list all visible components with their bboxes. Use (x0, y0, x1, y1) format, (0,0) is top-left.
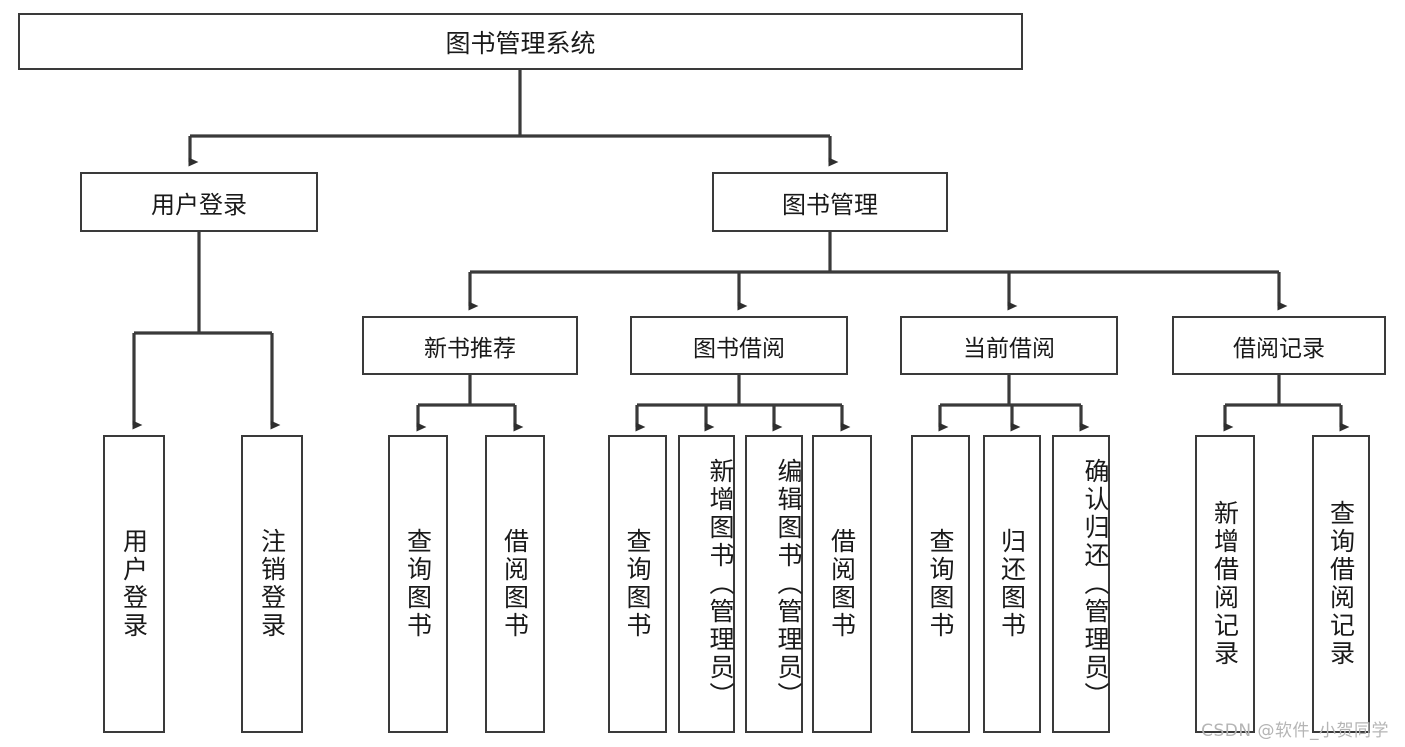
leaf-label: 归还图书 (997, 528, 1027, 640)
leaf-query-book-under-recommend[interactable]: 查询图书 (388, 435, 448, 733)
leaf-logout[interactable]: 注销登录 (241, 435, 303, 733)
leaf-add-book-admin[interactable]: 新增图书（管理员） (678, 435, 735, 733)
leaf-label: 用户登录 (119, 528, 149, 640)
leaf-label: 注销登录 (257, 528, 287, 640)
node-new-book-recommend[interactable]: 新书推荐 (362, 316, 578, 375)
leaf-label: 新增图书（管理员） (706, 458, 735, 710)
leaf-label: 借阅图书 (500, 528, 530, 640)
leaf-borrow-book-under-borrow[interactable]: 借阅图书 (812, 435, 872, 733)
leaf-edit-book-admin[interactable]: 编辑图书（管理员） (745, 435, 803, 733)
leaf-label: 确认归还（管理员） (1081, 458, 1110, 710)
node-root-system[interactable]: 图书管理系统 (18, 13, 1023, 70)
leaf-borrow-book-under-recommend[interactable]: 借阅图书 (485, 435, 545, 733)
node-book-borrow[interactable]: 图书借阅 (630, 316, 848, 375)
leaf-label: 新增借阅记录 (1210, 500, 1240, 668)
leaf-label: 查询图书 (623, 528, 652, 640)
leaf-add-borrow-record[interactable]: 新增借阅记录 (1195, 435, 1255, 733)
leaf-label: 查询图书 (926, 528, 955, 640)
node-current-borrow[interactable]: 当前借阅 (900, 316, 1118, 375)
leaf-label: 查询借阅记录 (1326, 500, 1356, 668)
leaf-label: 编辑图书（管理员） (774, 458, 803, 710)
leaf-label: 查询图书 (403, 528, 433, 640)
leaf-query-borrow-record[interactable]: 查询借阅记录 (1312, 435, 1370, 733)
leaf-return-book[interactable]: 归还图书 (983, 435, 1041, 733)
csdn-watermark: CSDN @软件_小贺同学 (1201, 721, 1389, 741)
leaf-label: 借阅图书 (827, 528, 857, 640)
node-user-login[interactable]: 用户登录 (80, 172, 318, 232)
leaf-query-book-under-current[interactable]: 查询图书 (911, 435, 970, 733)
leaf-user-login[interactable]: 用户登录 (103, 435, 165, 733)
leaf-confirm-return-admin[interactable]: 确认归还（管理员） (1052, 435, 1110, 733)
node-borrow-record[interactable]: 借阅记录 (1172, 316, 1386, 375)
node-book-management[interactable]: 图书管理 (712, 172, 948, 232)
leaf-query-book-under-borrow[interactable]: 查询图书 (608, 435, 667, 733)
